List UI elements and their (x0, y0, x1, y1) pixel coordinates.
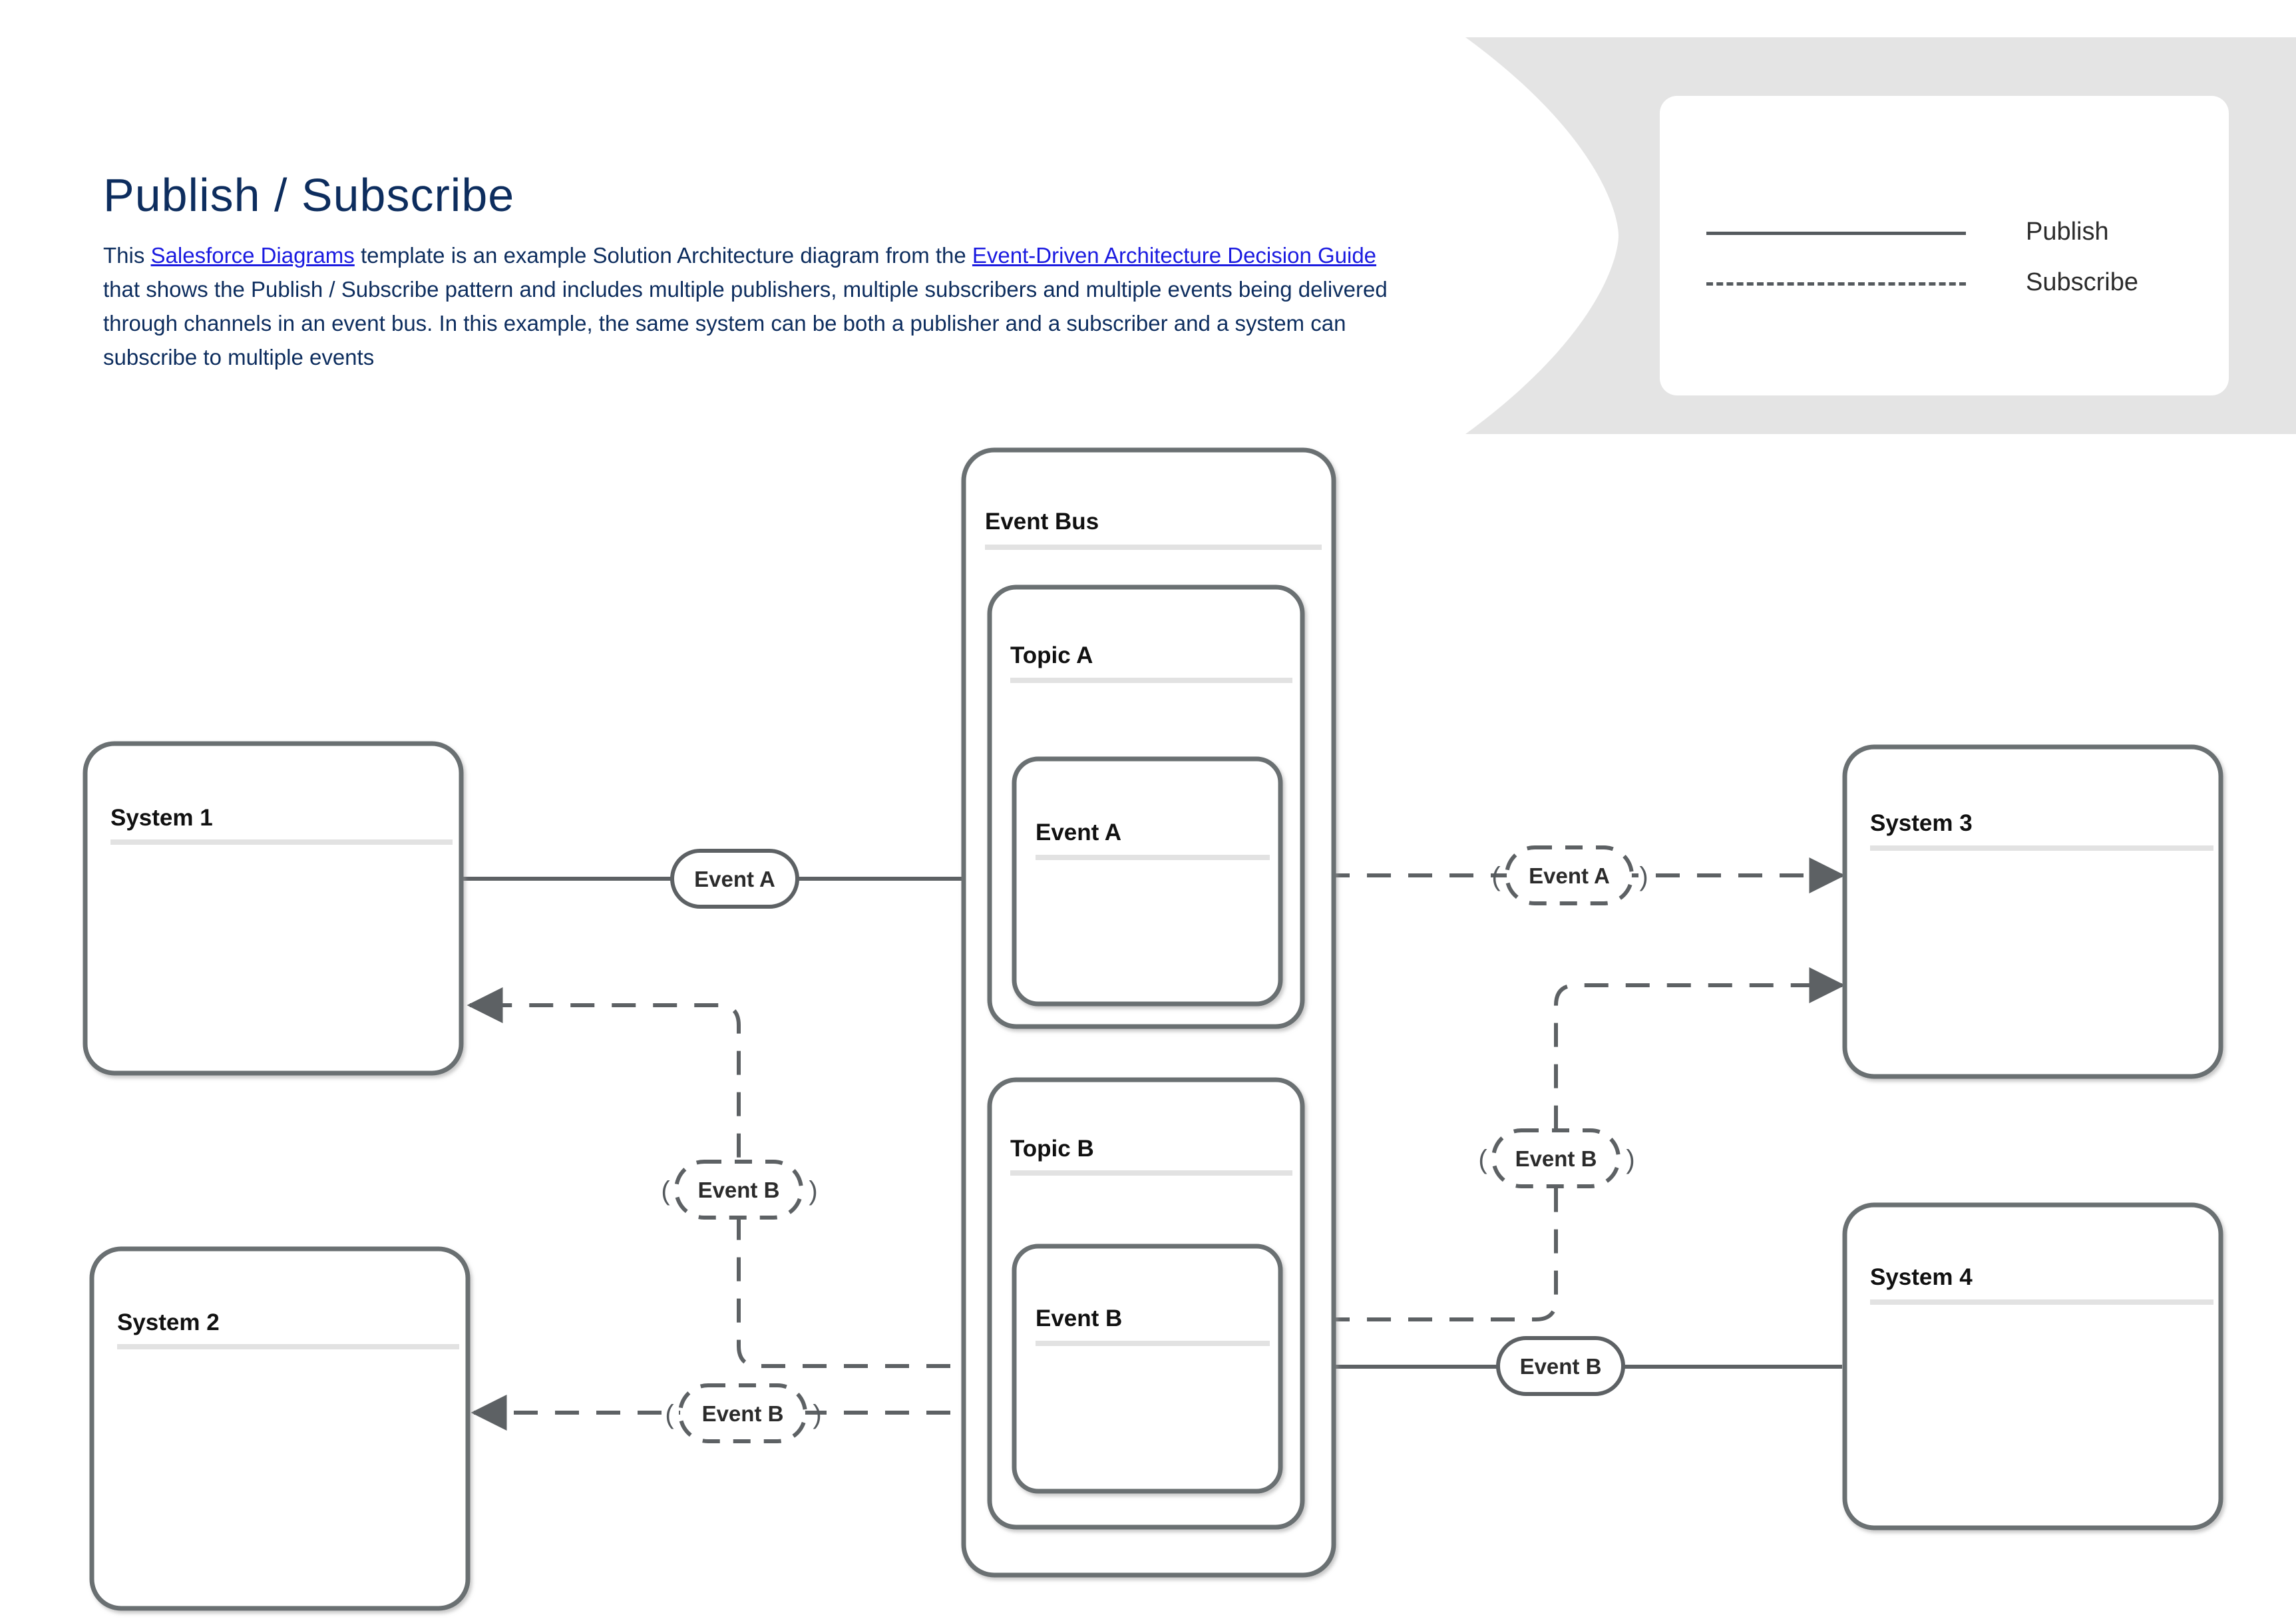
legend-label-subscribe: Subscribe (2026, 268, 2138, 296)
right-paren-e5: ) (809, 1176, 817, 1206)
edge-label-event-b-subscribe-system1[interactable]: ( ) Event B (661, 1160, 818, 1220)
right-paren-e3: ) (1626, 1145, 1634, 1174)
node-topic-a-label: Topic A (1010, 642, 1093, 668)
left-paren-e2: ( (1491, 862, 1501, 891)
edge-label-event-b-subscribe-system2[interactable]: ( ) Event B (665, 1383, 822, 1443)
left-paren-e6: ( (665, 1400, 674, 1429)
node-topic-b[interactable]: Topic B Event B (987, 1077, 1305, 1530)
description-text-0: This (103, 243, 151, 268)
node-system3[interactable]: System 3 (1842, 744, 2223, 1079)
node-event-a-label: Event A (1036, 819, 1121, 845)
edge-label-e4-text: Event B (1520, 1354, 1602, 1379)
node-topic-b-label: Topic B (1010, 1136, 1094, 1162)
right-paren-e6: ) (813, 1400, 821, 1429)
node-event-a[interactable]: Event A (1012, 756, 1283, 1007)
description-text-2: template is an example Solution Architec… (354, 243, 972, 268)
edge-label-event-a-subscribe[interactable]: ( ) Event A (1491, 845, 1648, 905)
edge-label-event-a-publish[interactable]: Event A (670, 849, 799, 909)
edge-label-e3-text: Event B (1515, 1146, 1597, 1171)
legend-item-publish: Publish (1706, 217, 2209, 246)
page-title: Publish / Subscribe (103, 169, 515, 221)
node-system1-label: System 1 (110, 805, 213, 831)
description-link-3[interactable]: Event-Driven Architecture Decision Guide (972, 243, 1377, 268)
legend-item-subscribe: Subscribe (1706, 268, 2209, 296)
legend-label-publish: Publish (2026, 217, 2109, 246)
legend-panel: Publish Subscribe (1465, 37, 2296, 434)
node-system1[interactable]: System 1 (83, 741, 464, 1076)
legend-card: Publish Subscribe (1660, 96, 2229, 395)
node-event-b[interactable]: Event B (1012, 1244, 1283, 1494)
description-text-4: that shows the Publish / Subscribe patte… (103, 277, 1388, 370)
left-paren-e3: ( (1478, 1145, 1487, 1174)
node-event-bus-label: Event Bus (985, 509, 1099, 535)
edge-label-e2-text: Event A (1529, 863, 1610, 888)
edge-label-event-b-subscribe-system3[interactable]: ( ) Event B (1478, 1128, 1635, 1188)
node-event-b-label: Event B (1036, 1305, 1122, 1331)
node-system3-label: System 3 (1870, 810, 1973, 836)
page-description: This Salesforce Diagrams template is an … (103, 238, 1411, 375)
description-link-1[interactable]: Salesforce Diagrams (150, 243, 355, 268)
node-event-bus[interactable]: Event Bus Topic A Event A Topic B Event … (961, 447, 1336, 1578)
left-paren-e5: ( (661, 1176, 670, 1206)
edge-label-e5-text: Event B (698, 1178, 780, 1202)
node-system4-label: System 4 (1870, 1264, 1973, 1290)
header-block: Publish / Subscribe This Salesforce Diag… (103, 170, 1421, 375)
edge-label-e1-text: Event A (694, 867, 775, 891)
edge-label-e6-text: Event B (702, 1401, 784, 1426)
node-system2[interactable]: System 2 (89, 1246, 471, 1611)
edge-label-event-b-publish[interactable]: Event B (1496, 1336, 1625, 1396)
node-topic-a[interactable]: Topic A Event A (987, 584, 1305, 1029)
node-system2-label: System 2 (117, 1309, 220, 1335)
right-paren-e2: ) (1639, 862, 1648, 891)
node-system4[interactable]: System 4 (1842, 1202, 2223, 1530)
